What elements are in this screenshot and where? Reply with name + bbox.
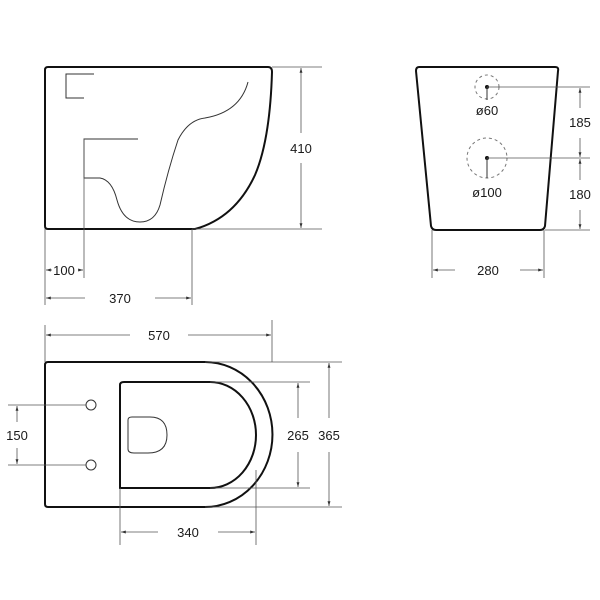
inner-length-label: 340: [177, 525, 199, 540]
side-outline: [44, 66, 274, 230]
depth-label: 370: [109, 291, 131, 306]
outlet-diameter-label: ø100: [472, 185, 502, 200]
inlet-bracket: [65, 73, 94, 99]
bolt-hole-top: [85, 399, 97, 411]
seat-opening: [119, 381, 257, 489]
inlet-diameter-label: ø60: [476, 103, 498, 118]
bolt-spacing-label: 150: [6, 428, 28, 443]
side-view: 410 100 370: [44, 66, 322, 306]
rear-outline: [414, 66, 560, 231]
inner-width-label: 265: [287, 428, 309, 443]
outer-width-label: 365: [318, 428, 340, 443]
bolt-hole-bottom: [85, 459, 97, 471]
top-outline: [44, 361, 274, 508]
upper-spacing-label: 185: [569, 115, 591, 130]
height-label: 410: [290, 141, 312, 156]
length-label: 570: [148, 328, 170, 343]
bowl-outlet: [127, 416, 168, 454]
outlet-offset-label: 100: [53, 263, 75, 278]
outlet-pipe: [83, 81, 249, 223]
width-label: 280: [477, 263, 499, 278]
rear-view: ø60 ø100 185 180 280: [414, 66, 591, 278]
lower-spacing-label: 180: [569, 187, 591, 202]
top-view: 570 150 265 365 340: [6, 320, 342, 545]
